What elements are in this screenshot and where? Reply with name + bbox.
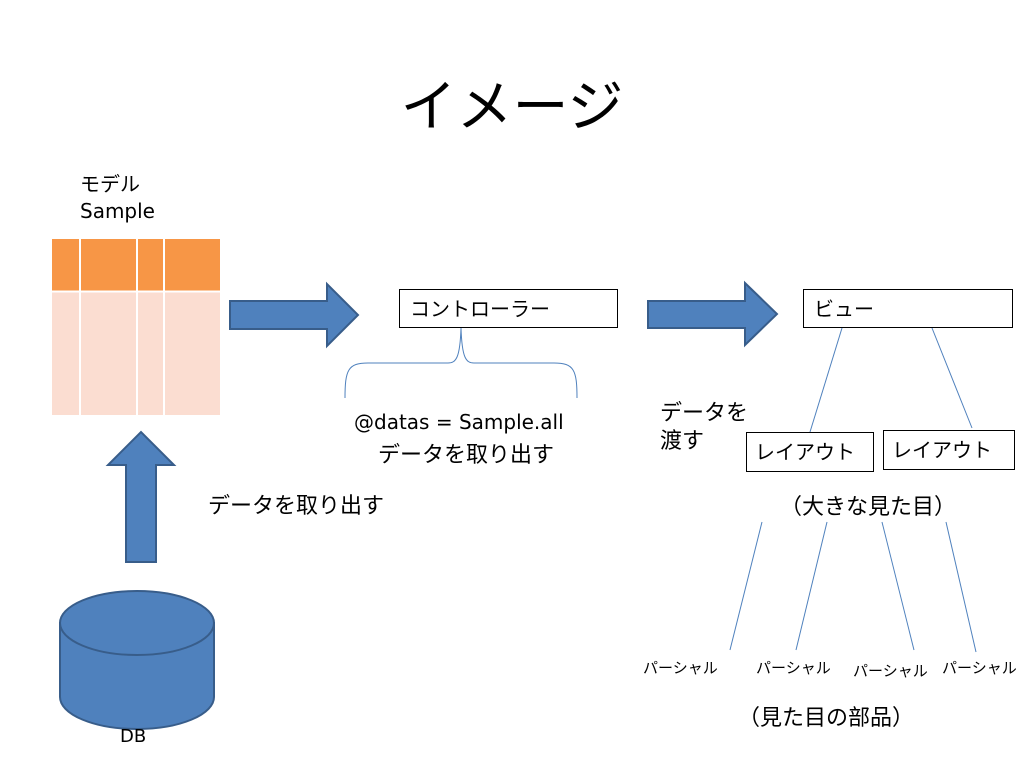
partial-label-4: パーシャル bbox=[942, 659, 1017, 677]
layout-label: レイアウト bbox=[892, 438, 992, 462]
model-table-gridlines bbox=[52, 239, 220, 415]
partial-label-1: パーシャル bbox=[643, 659, 718, 677]
controller-code: @datas = Sample.all bbox=[354, 410, 564, 434]
partials-caption: （見た目の部品） bbox=[738, 706, 915, 731]
view-box: ビュー bbox=[803, 289, 1013, 328]
model-to-controller-arrow bbox=[229, 281, 360, 349]
controller-box: コントローラー bbox=[399, 289, 618, 328]
controller-label: コントローラー bbox=[410, 296, 550, 321]
controller-brace bbox=[344, 327, 578, 399]
layouts-caption: （大きな見た目） bbox=[780, 495, 957, 520]
controller-to-view-arrow bbox=[647, 280, 779, 348]
page-title: イメージ bbox=[400, 75, 624, 140]
db-label: DB bbox=[120, 726, 147, 747]
layout-box-2: レイアウト bbox=[883, 430, 1015, 470]
layout-box-1: レイアウト bbox=[746, 432, 874, 472]
partial-label-2: パーシャル bbox=[756, 659, 831, 677]
partial-label-3: パーシャル bbox=[853, 662, 928, 680]
database-cylinder bbox=[59, 590, 215, 730]
db-fetch-label: データを取り出す bbox=[208, 494, 385, 519]
layout-to-partial-lines bbox=[729, 521, 977, 653]
model-label: モデル bbox=[80, 172, 140, 196]
model-table bbox=[52, 239, 220, 415]
layout-label: レイアウト bbox=[755, 440, 855, 464]
view-label: ビュー bbox=[814, 296, 874, 321]
pass-data-label-line2: 渡す bbox=[660, 429, 705, 454]
view-to-layout-lines bbox=[809, 327, 973, 433]
db-to-model-arrow bbox=[105, 430, 177, 563]
controller-fetch-label: データを取り出す bbox=[378, 443, 555, 468]
model-name: Sample bbox=[80, 199, 155, 223]
pass-data-label-line1: データを bbox=[660, 401, 749, 426]
